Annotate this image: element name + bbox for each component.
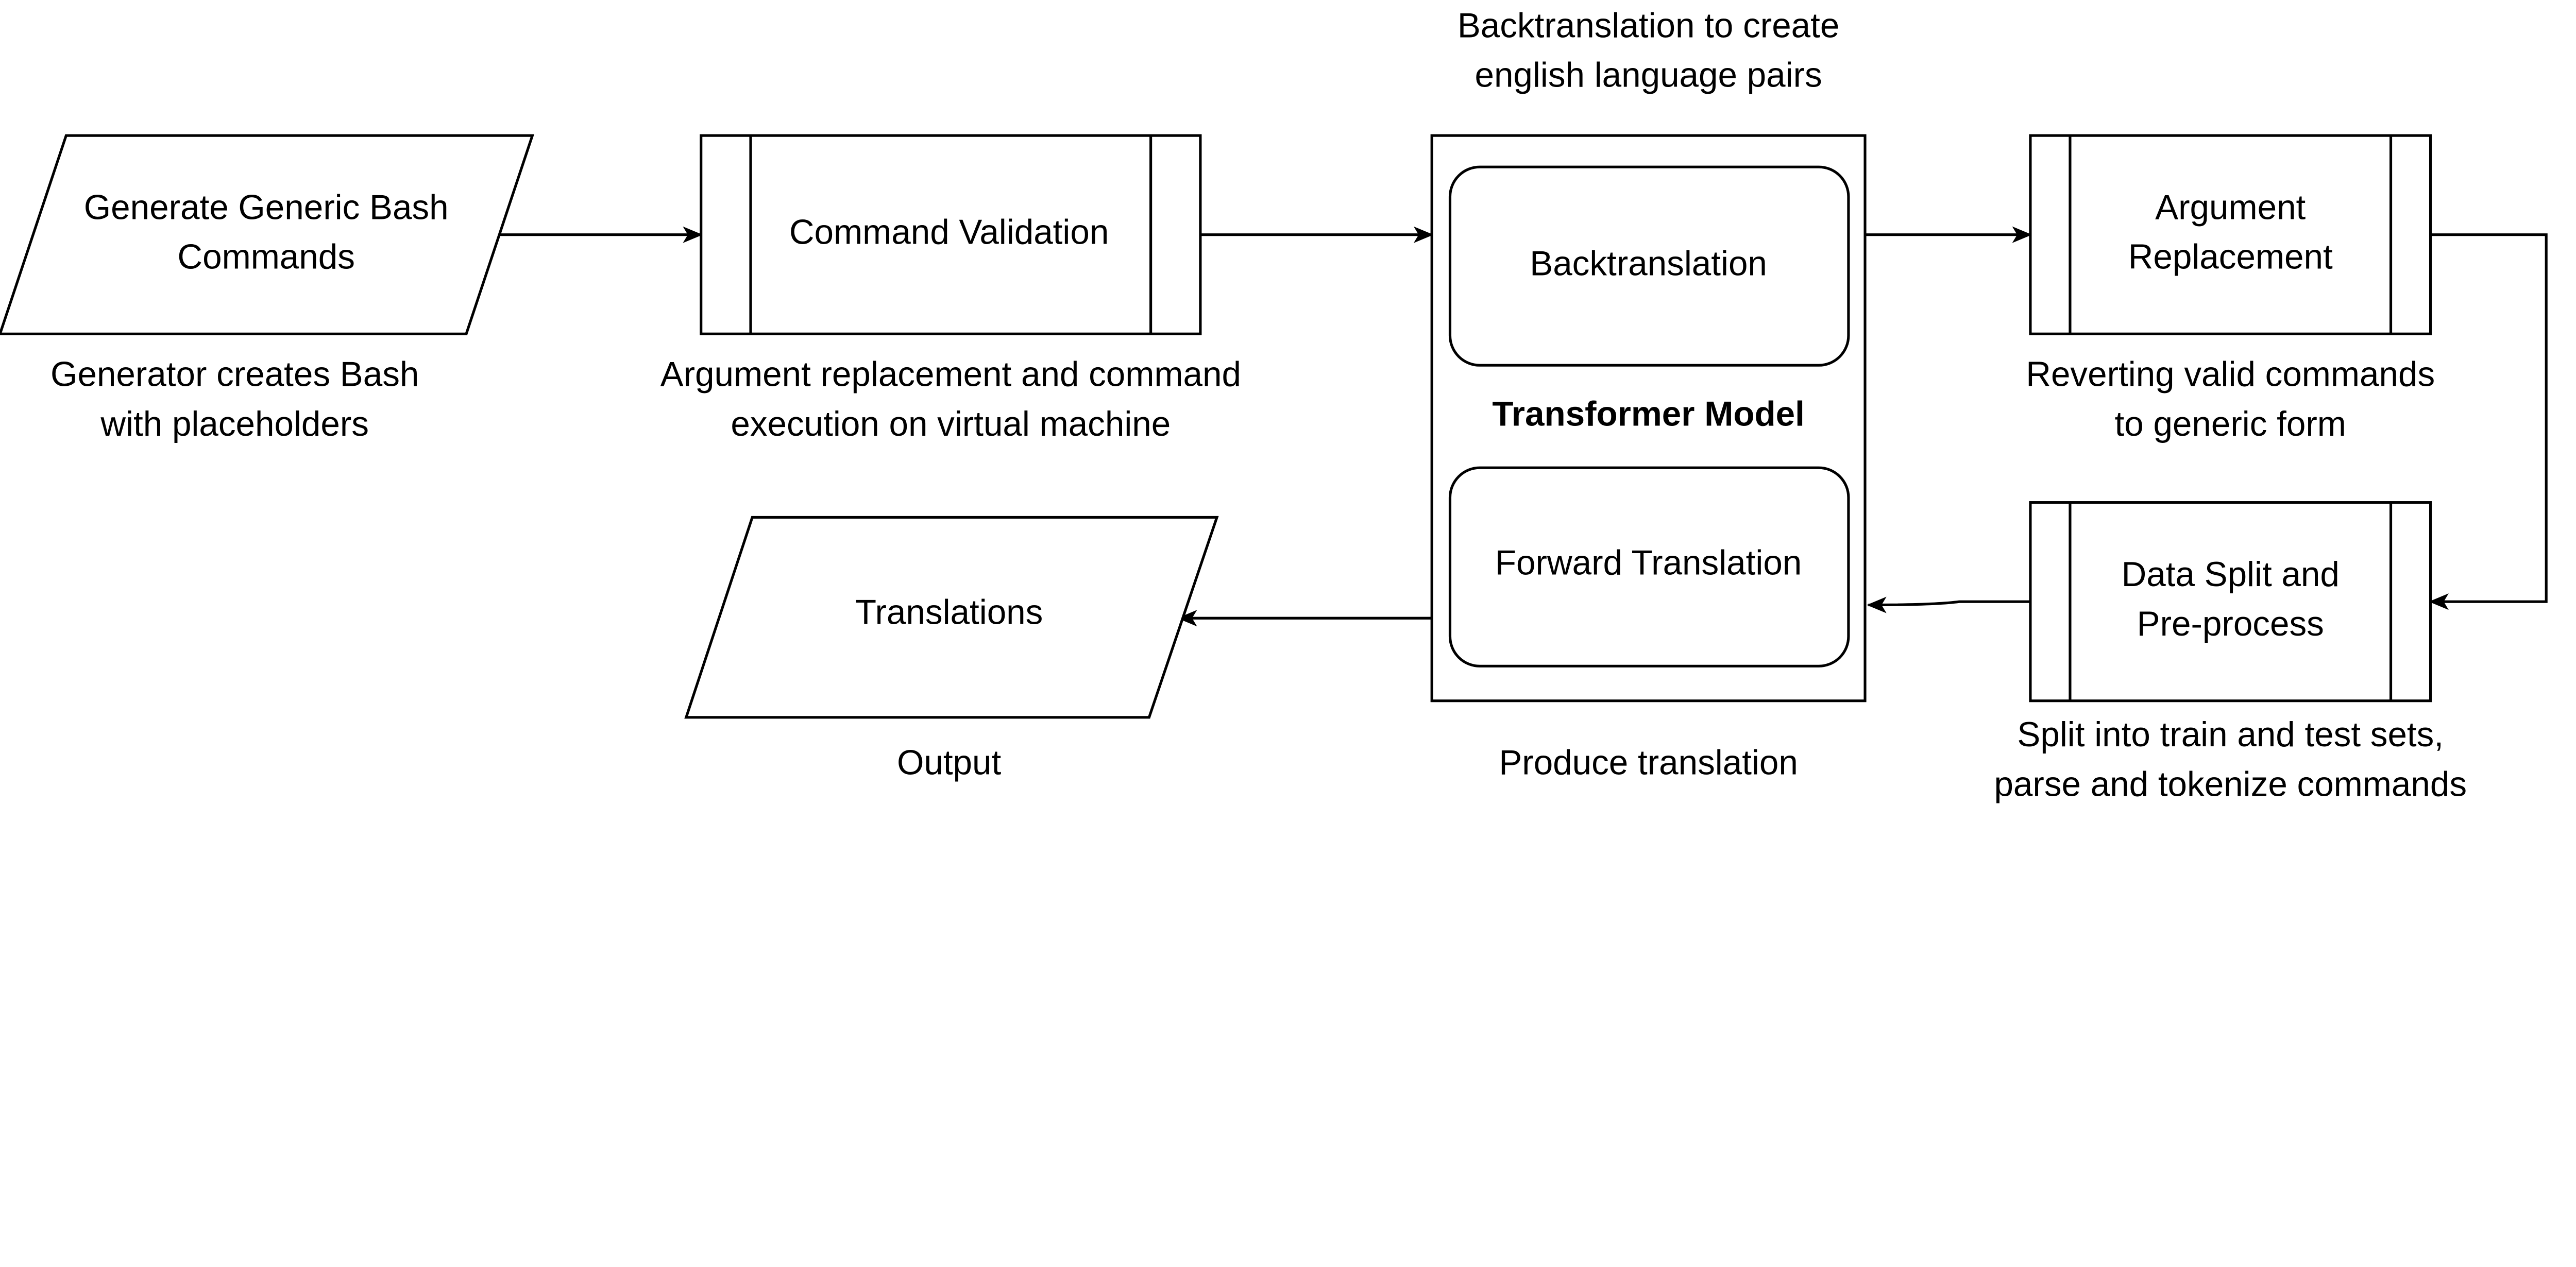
generate-caption: with placeholders — [100, 405, 369, 443]
split-caption: Split into train and test sets, — [2017, 715, 2444, 754]
transformer-caption-top: english language pairs — [1475, 56, 1822, 95]
command-validation-node: Command Validation — [700, 134, 1202, 335]
node-label: Generate Generic Bash — [84, 188, 449, 227]
validation-caption: execution on virtual machine — [731, 405, 1171, 443]
split-caption: parse and tokenize commands — [1994, 765, 2467, 803]
node-label: Translations — [855, 593, 1043, 632]
node-label: Argument — [2155, 188, 2306, 227]
generate-caption: Generator creates Bash — [50, 355, 419, 393]
node-label: Data Split and — [2122, 555, 2340, 594]
transformer-title: Transformer Model — [1492, 395, 1805, 434]
translations-output-node: Translations — [684, 516, 1219, 719]
node-label: Command Validation — [789, 213, 1109, 252]
argument-caption: Reverting valid commands — [2026, 355, 2435, 393]
transformer-model-node: Backtranslation Transformer Model Forwar… — [1430, 134, 1867, 703]
transformer-caption-bottom: Produce translation — [1499, 744, 1798, 782]
arrow-argument-to-split — [2429, 233, 2548, 610]
flow-diagram: Generate Generic Bash Commands Generator… — [0, 6, 2548, 803]
argument-replacement-node: Argument Replacement — [2029, 134, 2432, 335]
arrow-split-to-transformer — [1867, 596, 2030, 613]
node-label: Pre-process — [2137, 605, 2324, 643]
transformer-caption-top: Backtranslation to create — [1458, 6, 1840, 45]
backtranslation-label: Backtranslation — [1530, 244, 1767, 283]
node-label: Commands — [177, 238, 354, 277]
node-label: Replacement — [2128, 238, 2333, 277]
validation-caption: Argument replacement and command — [660, 355, 1241, 393]
output-caption: Output — [897, 744, 1002, 782]
argument-caption: to generic form — [2115, 405, 2346, 443]
generate-commands-node: Generate Generic Bash Commands — [0, 134, 534, 335]
forward-translation-label: Forward Translation — [1495, 543, 1802, 582]
data-split-node: Data Split and Pre-process — [2029, 501, 2432, 703]
